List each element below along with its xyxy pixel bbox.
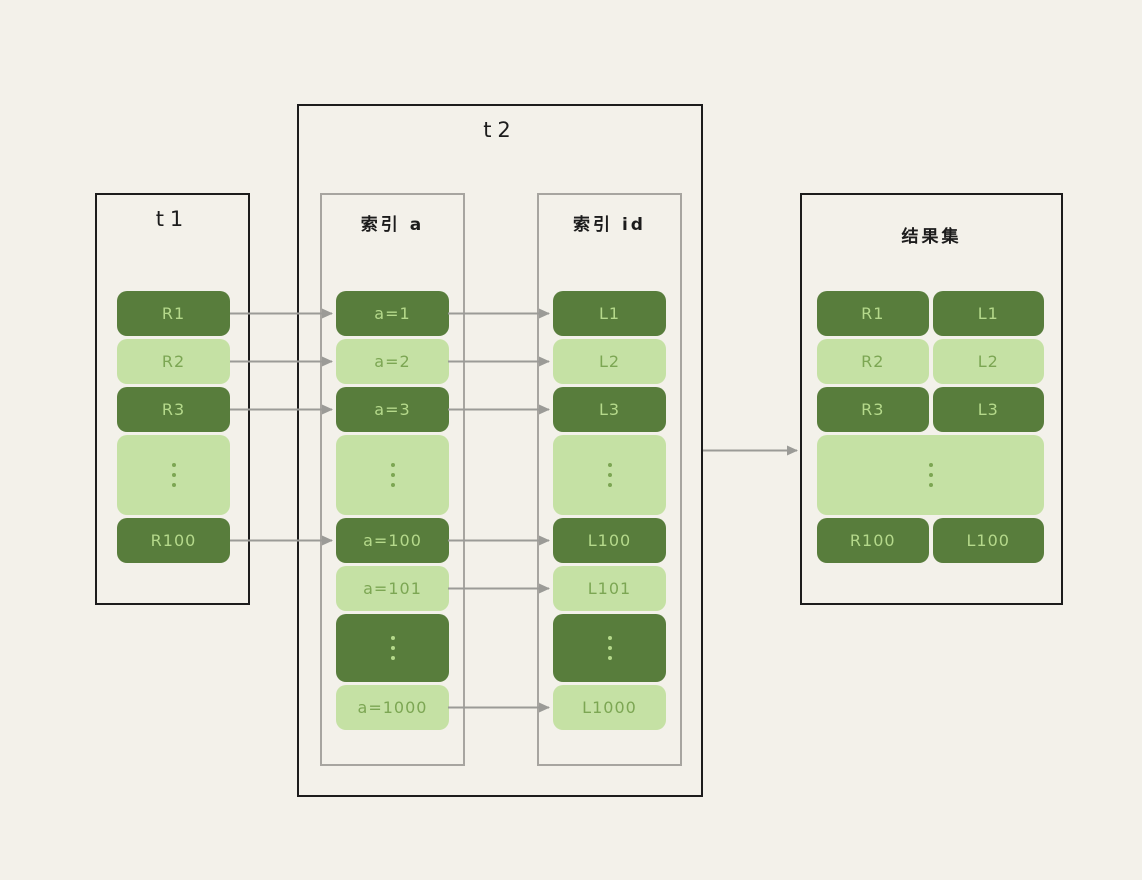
- data-row: L101: [553, 566, 666, 611]
- ellipsis-dot: [607, 473, 612, 477]
- ellipsis-dot: [390, 646, 395, 650]
- ellipsis-dot: [928, 463, 933, 467]
- result-cell: L3: [932, 387, 1044, 432]
- ellipsis-dot: [171, 463, 176, 467]
- data-row: R2: [117, 339, 230, 384]
- ellipsis-dot: [607, 483, 612, 487]
- data-row: L3: [553, 387, 666, 432]
- index-a-title: 索引 a: [360, 215, 425, 235]
- ellipsis-row: [336, 614, 449, 682]
- index-id-title: 索引 id: [573, 215, 646, 235]
- ellipsis-row: [817, 435, 1044, 515]
- data-row: R3: [117, 387, 230, 432]
- ellipsis-dot: [171, 473, 176, 477]
- ellipsis-dot: [607, 463, 612, 467]
- data-row: a=100: [336, 518, 449, 563]
- ellipsis-dot: [607, 656, 612, 660]
- result-set-title: 结果集: [901, 227, 962, 247]
- data-row: a=3: [336, 387, 449, 432]
- result-cell: L1: [932, 291, 1044, 336]
- ellipsis-row: [553, 614, 666, 682]
- data-row: a=101: [336, 566, 449, 611]
- result-cell: R2: [817, 339, 929, 384]
- ellipsis-row: [336, 435, 449, 515]
- ellipsis-dot: [390, 656, 395, 660]
- data-row: a=1: [336, 291, 449, 336]
- result-cell: L100: [932, 518, 1044, 563]
- data-row: L1: [553, 291, 666, 336]
- table-t1-title: t1: [155, 207, 190, 231]
- ellipsis-dot: [171, 483, 176, 487]
- data-row: L1000: [553, 685, 666, 730]
- ellipsis-dot: [390, 636, 395, 640]
- ellipsis-dot: [390, 473, 395, 477]
- ellipsis-dot: [390, 483, 395, 487]
- data-row: a=1000: [336, 685, 449, 730]
- ellipsis-dot: [928, 483, 933, 487]
- ellipsis-dot: [607, 636, 612, 640]
- ellipsis-dot: [607, 646, 612, 650]
- data-row: L2: [553, 339, 666, 384]
- data-row: R100: [117, 518, 230, 563]
- result-cell: R100: [817, 518, 929, 563]
- table-t2-title: t2: [483, 118, 517, 142]
- data-row: R1: [117, 291, 230, 336]
- ellipsis-dot: [928, 473, 933, 477]
- data-row: L100: [553, 518, 666, 563]
- ellipsis-row: [553, 435, 666, 515]
- ellipsis-row: [117, 435, 230, 515]
- result-cell: L2: [932, 339, 1044, 384]
- data-row: a=2: [336, 339, 449, 384]
- result-cell: R3: [817, 387, 929, 432]
- ellipsis-dot: [390, 463, 395, 467]
- result-cell: R1: [817, 291, 929, 336]
